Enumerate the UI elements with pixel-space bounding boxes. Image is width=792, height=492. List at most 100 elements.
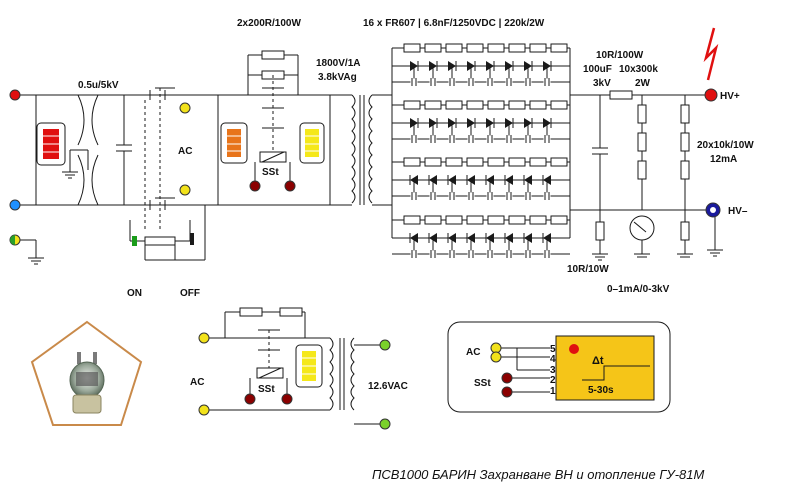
multiplier-cap-gap xyxy=(467,192,475,200)
multiplier-cap-gap xyxy=(429,78,437,86)
transformer-rating-1: 1800V/1A xyxy=(316,58,360,69)
multiplier-resistor xyxy=(403,215,421,225)
multiplier-cap-gap xyxy=(467,135,475,143)
indicator-lamp-red xyxy=(43,129,59,159)
input-section xyxy=(15,87,352,265)
soft-start-res-label: 2x200R/100W xyxy=(237,18,301,29)
mains-terminal-neutral xyxy=(9,199,21,211)
multiplier-cap-gap xyxy=(524,78,532,86)
input-cap-label: 0.5u/5kV xyxy=(78,80,119,91)
multiplier-resistor xyxy=(529,157,547,167)
output-section xyxy=(580,27,723,261)
multiplier-resistor xyxy=(466,215,484,225)
fil-sst-label: SSt xyxy=(258,384,275,395)
fil-output-terminal-upper xyxy=(379,339,391,351)
multiplier-resistor xyxy=(424,43,442,53)
multiplier-cap-gap xyxy=(543,192,551,200)
fil-sst-terminal-right xyxy=(281,393,293,405)
relay-sst-terminal-1 xyxy=(501,372,513,384)
multiplier-cap-gap xyxy=(543,78,551,86)
main-transformer xyxy=(351,94,373,205)
relay-pin-3: 3 xyxy=(550,365,556,376)
relay-sst-label: SSt xyxy=(474,378,491,389)
fil-sst-terminal-left xyxy=(244,393,256,405)
multiplier-resistor xyxy=(403,157,421,167)
hv-plus-label: HV+ xyxy=(720,91,740,102)
on-label: ON xyxy=(127,288,142,299)
multiplier-cap-gap xyxy=(505,192,513,200)
multiplier-cap-gap xyxy=(410,78,418,86)
relay-ac-label: AC xyxy=(466,347,480,358)
sst-main-label: SSt xyxy=(262,167,279,178)
filter-cap-label-2: 3kV xyxy=(593,78,611,89)
ac-main-label: AC xyxy=(178,146,192,157)
multiplier-resistor xyxy=(445,43,463,53)
bleeder-label-1: 20x10k/10W xyxy=(697,140,754,151)
hv-plus-terminal xyxy=(704,88,718,102)
ground-terminal xyxy=(9,234,21,246)
multiplier-resistor xyxy=(550,157,568,167)
divider-res-label-1: 10x300k xyxy=(619,64,658,75)
fil-voltage-label: 12.6VAC xyxy=(368,381,408,392)
sst-terminal-left xyxy=(249,180,261,192)
multiplier-resistor xyxy=(508,157,526,167)
sst-terminal-right xyxy=(284,180,296,192)
multiplier-resistor xyxy=(550,100,568,110)
multiplier-cap-gap xyxy=(410,192,418,200)
timer-relay xyxy=(447,321,671,413)
fil-ac-terminal-lower xyxy=(198,404,210,416)
multiplier-resistor xyxy=(550,215,568,225)
multiplier-cap-gap xyxy=(467,78,475,86)
multiplier-cap-gap xyxy=(524,250,532,258)
multiplier-resistor xyxy=(529,100,547,110)
shunt-label: 10R/10W xyxy=(567,264,609,275)
multiplier-cap-gap xyxy=(505,135,513,143)
multiplier-cap-gap xyxy=(467,250,475,258)
diagram-caption: ПСВ1000 БАРИН Захранване ВН и отопление … xyxy=(372,467,704,482)
relay-pin-column: 5 4 3 2 1 xyxy=(550,344,556,397)
multiplier-resistor xyxy=(487,100,505,110)
multiplier-cap-gap xyxy=(429,192,437,200)
multiplier-resistor xyxy=(508,215,526,225)
multiplier-resistor xyxy=(508,43,526,53)
multiplier-resistor xyxy=(424,157,442,167)
mains-terminal-live xyxy=(9,89,21,101)
fil-ac-label: AC xyxy=(190,377,204,388)
relay-pin-5: 5 xyxy=(550,344,556,355)
bleeder-label-2: 12mA xyxy=(710,154,737,165)
multiplier-resistor xyxy=(466,157,484,167)
high-voltage-lightning-icon xyxy=(703,27,719,81)
multiplier-cap-gap xyxy=(448,78,456,86)
relay-delay-label: 5-30s xyxy=(588,385,614,396)
multiplier-cap-gap xyxy=(543,250,551,258)
filter-cap-label-1: 100uF xyxy=(583,64,612,75)
multiplier-resistor xyxy=(403,100,421,110)
ac-terminal-upper xyxy=(179,102,191,114)
multiplier-cap-gap xyxy=(486,192,494,200)
multiplier-resistor xyxy=(445,215,463,225)
relay-dt-label: Δt xyxy=(592,355,604,367)
multiplier-cap-gap xyxy=(486,250,494,258)
fil-ac-terminal-upper xyxy=(198,332,210,344)
multiplier-cap-gap xyxy=(429,135,437,143)
off-label: OFF xyxy=(180,288,200,299)
multiplier-resistor xyxy=(445,100,463,110)
multiplier-resistor xyxy=(550,43,568,53)
multiplier-cap-gap xyxy=(486,135,494,143)
soft-start-section xyxy=(217,50,331,205)
multiplier-cap-gap xyxy=(524,135,532,143)
meter-gauge xyxy=(629,215,655,241)
multiplier-cap-gap xyxy=(486,78,494,86)
multiplier-cap-gap xyxy=(524,192,532,200)
meter-label: 0–1mA/0-3kV xyxy=(607,284,670,295)
multiplier-cap-gap xyxy=(505,78,513,86)
relay-pin-4: 4 xyxy=(550,354,556,365)
multiplier-resistor xyxy=(487,43,505,53)
transformer-rating-2: 3.8kVAg xyxy=(318,72,357,83)
filter-res-label: 10R/100W xyxy=(596,50,644,61)
multiplier-resistor xyxy=(466,43,484,53)
multiplier-resistor xyxy=(508,100,526,110)
multiplier-cap-gap xyxy=(410,250,418,258)
divider-res-label-2: 2W xyxy=(635,78,651,89)
